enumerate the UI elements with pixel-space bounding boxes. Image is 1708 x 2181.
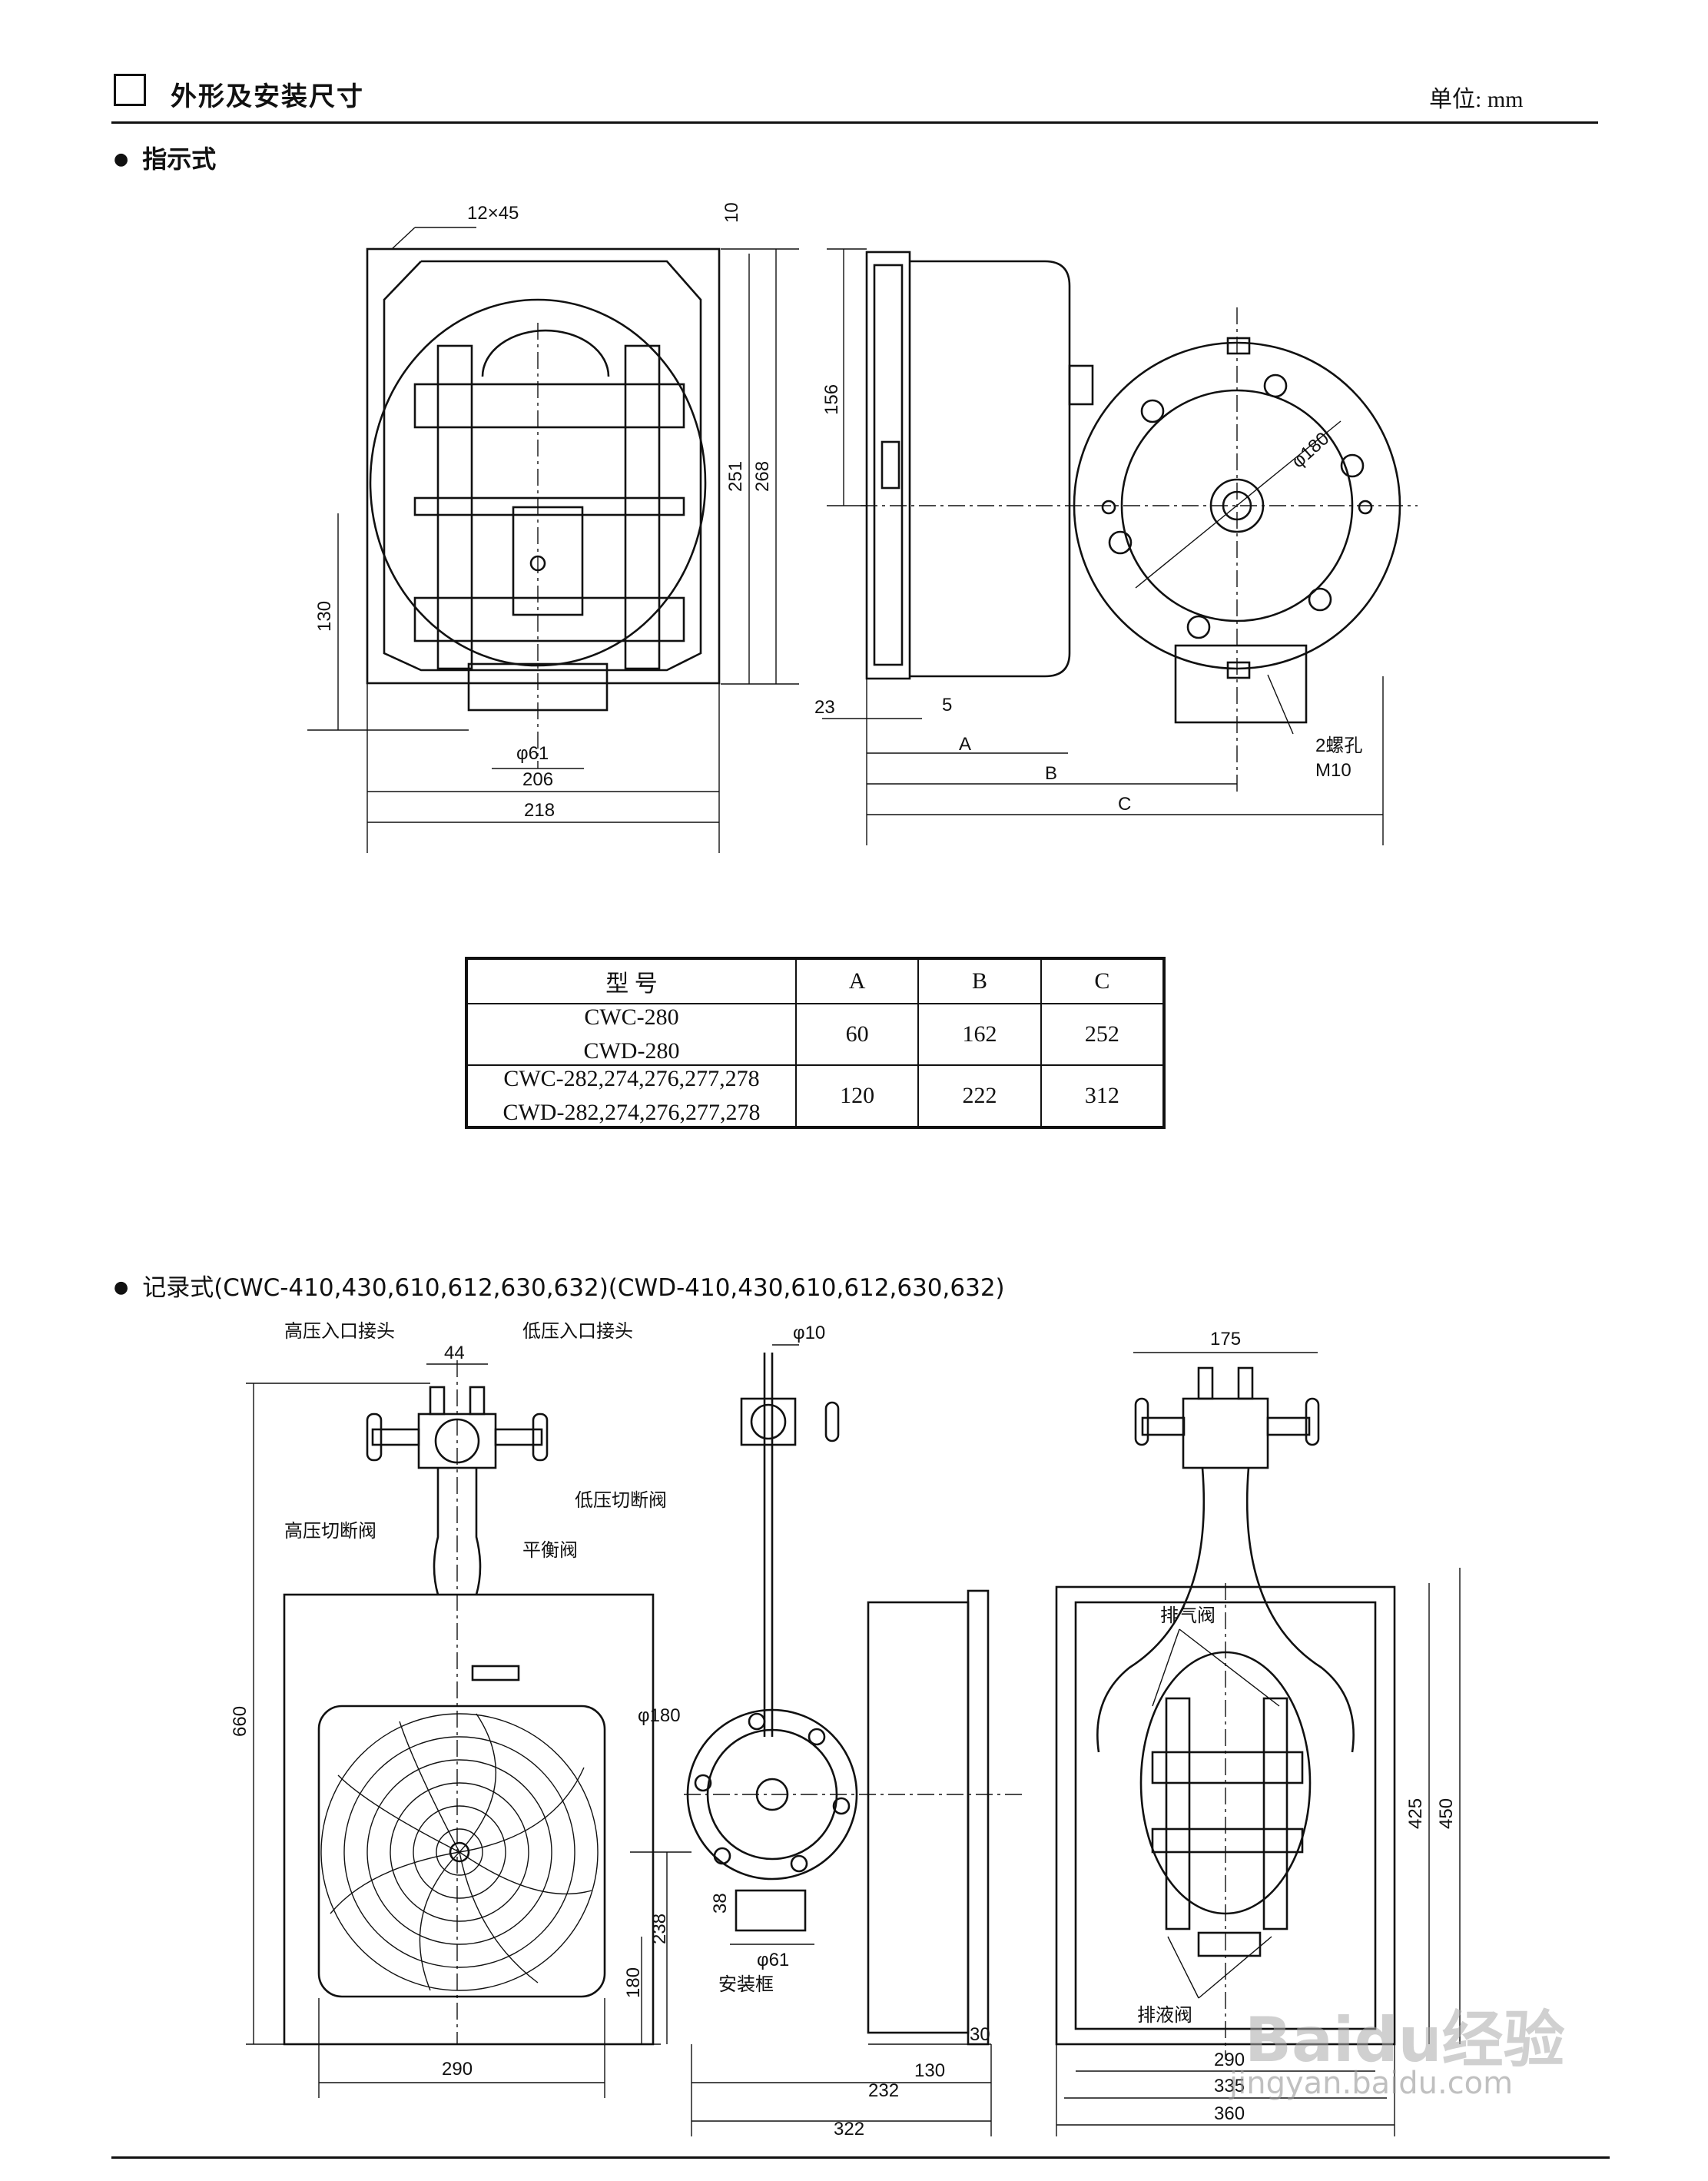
- dim-top-10: 10: [721, 202, 742, 223]
- table-header-C: C: [1040, 958, 1166, 1004]
- dim-232: 232: [868, 2080, 899, 2101]
- model-name: CWC-282,274,276,277,278: [503, 1066, 760, 1091]
- dim-label-B: B: [1045, 763, 1057, 784]
- label-balance-valve: 平衡阀: [522, 1540, 578, 1561]
- dim-290: 290: [442, 2059, 473, 2080]
- recorder-side-view: φ10 φ180 38 φ61 安装框 30 130 232 322: [638, 1323, 1022, 2140]
- dim-218: 218: [524, 800, 555, 821]
- dim-30: 30: [970, 2024, 990, 2045]
- header-rule: [111, 121, 1598, 124]
- value-B: 222: [917, 1064, 1042, 1128]
- dim-label-A: A: [959, 734, 971, 755]
- dim-23: 23: [814, 697, 835, 718]
- label-drain-valve: 排液阀: [1137, 2005, 1192, 2026]
- label-hp-inlet: 高压入口接头: [284, 1321, 395, 1342]
- dim-335: 335: [1214, 2076, 1245, 2096]
- value-C: 252: [1040, 1003, 1166, 1066]
- bolt-note-line2: M10: [1315, 760, 1351, 781]
- value-B: 162: [917, 1003, 1042, 1066]
- dim-180: 180: [623, 1967, 644, 1998]
- table-header-A: A: [794, 958, 920, 1004]
- bolt-note-line1: 2螺孔: [1315, 735, 1362, 756]
- label-lp-valve: 低压切断阀: [575, 1490, 667, 1511]
- recorder-drawing: 高压入口接头 低压入口接头 44 高压切断阀 低压切断阀 平衡阀 660 238…: [230, 1321, 1461, 2140]
- dim-322: 322: [834, 2119, 864, 2140]
- dim-phi180: φ180: [1288, 428, 1333, 472]
- value-A: 60: [794, 1003, 920, 1066]
- dim-side-phi180: φ180: [638, 1705, 681, 1726]
- dim-phi10: φ10: [793, 1323, 825, 1343]
- label-lp-inlet: 低压入口接头: [522, 1321, 633, 1342]
- chart-disc: [320, 1713, 599, 1991]
- dim-130: 130: [314, 601, 335, 632]
- model-name: CWC-280: [584, 1004, 679, 1030]
- label-vent-valve: 排气阀: [1160, 1605, 1215, 1626]
- dim-phi61: φ61: [516, 743, 549, 764]
- label-bracket: 安装框: [718, 1974, 774, 1995]
- watermark-brand: Baidu经验: [1245, 2004, 1565, 2076]
- section-title-indicator: 指示式: [114, 140, 216, 175]
- dim-251: 251: [725, 461, 746, 492]
- recorder-rear-view: 175 排气阀 排液阀 425 450 290 335 360: [1055, 1329, 1461, 2136]
- dim-425: 425: [1405, 1798, 1426, 1829]
- footer-rule: [111, 2156, 1610, 2159]
- value-C: 312: [1040, 1064, 1166, 1128]
- dim-chamfer: 12×45: [467, 203, 519, 224]
- value-A: 120: [794, 1064, 920, 1128]
- dim-360: 360: [1214, 2103, 1245, 2124]
- recorder-front-view: 高压入口接头 低压入口接头 44 高压切断阀 低压切断阀 平衡阀 660 238…: [230, 1321, 691, 2098]
- label-hp-valve: 高压切断阀: [284, 1521, 376, 1542]
- table-header-model: 型 号: [466, 958, 797, 1004]
- unit-label: 单位: mm: [1429, 87, 1524, 112]
- dim-175: 175: [1210, 1329, 1241, 1349]
- dim-label-C: C: [1118, 794, 1131, 815]
- indicator-front-view: 12×45 10 251 268 130 φ61 206 218: [307, 202, 799, 853]
- model-name: CWD-282,274,276,277,278: [502, 1100, 761, 1125]
- indicator-drawing: 12×45 10 251 268 130 φ61 206 218: [307, 202, 1418, 853]
- dim-38: 38: [710, 1893, 731, 1914]
- dim-5: 5: [942, 695, 952, 715]
- dim-side-phi61: φ61: [757, 1950, 789, 1970]
- dim-268: 268: [752, 461, 773, 492]
- page-title: 外形及安装尺寸: [171, 81, 364, 112]
- heading-checkbox-square: [114, 74, 146, 106]
- dim-rear-290: 290: [1214, 2050, 1245, 2070]
- dim-156: 156: [821, 384, 842, 415]
- dim-44: 44: [444, 1343, 465, 1363]
- watermark-url: jingyan.baidu.com: [1229, 2066, 1514, 2101]
- dim-238: 238: [649, 1914, 670, 1944]
- table-header-B: B: [917, 958, 1042, 1004]
- dim-660: 660: [230, 1706, 250, 1737]
- model-name: CWD-280: [583, 1038, 680, 1064]
- section-title-recorder: 记录式(CWC-410,430,610,612,630,632)(CWD-410…: [114, 1268, 1004, 1303]
- dim-450: 450: [1436, 1798, 1457, 1829]
- indicator-side-view: 156 23 5 φ180 A B C 2螺孔 M10: [814, 248, 1418, 845]
- dim-130-side: 130: [914, 2060, 945, 2081]
- dim-206: 206: [522, 769, 553, 790]
